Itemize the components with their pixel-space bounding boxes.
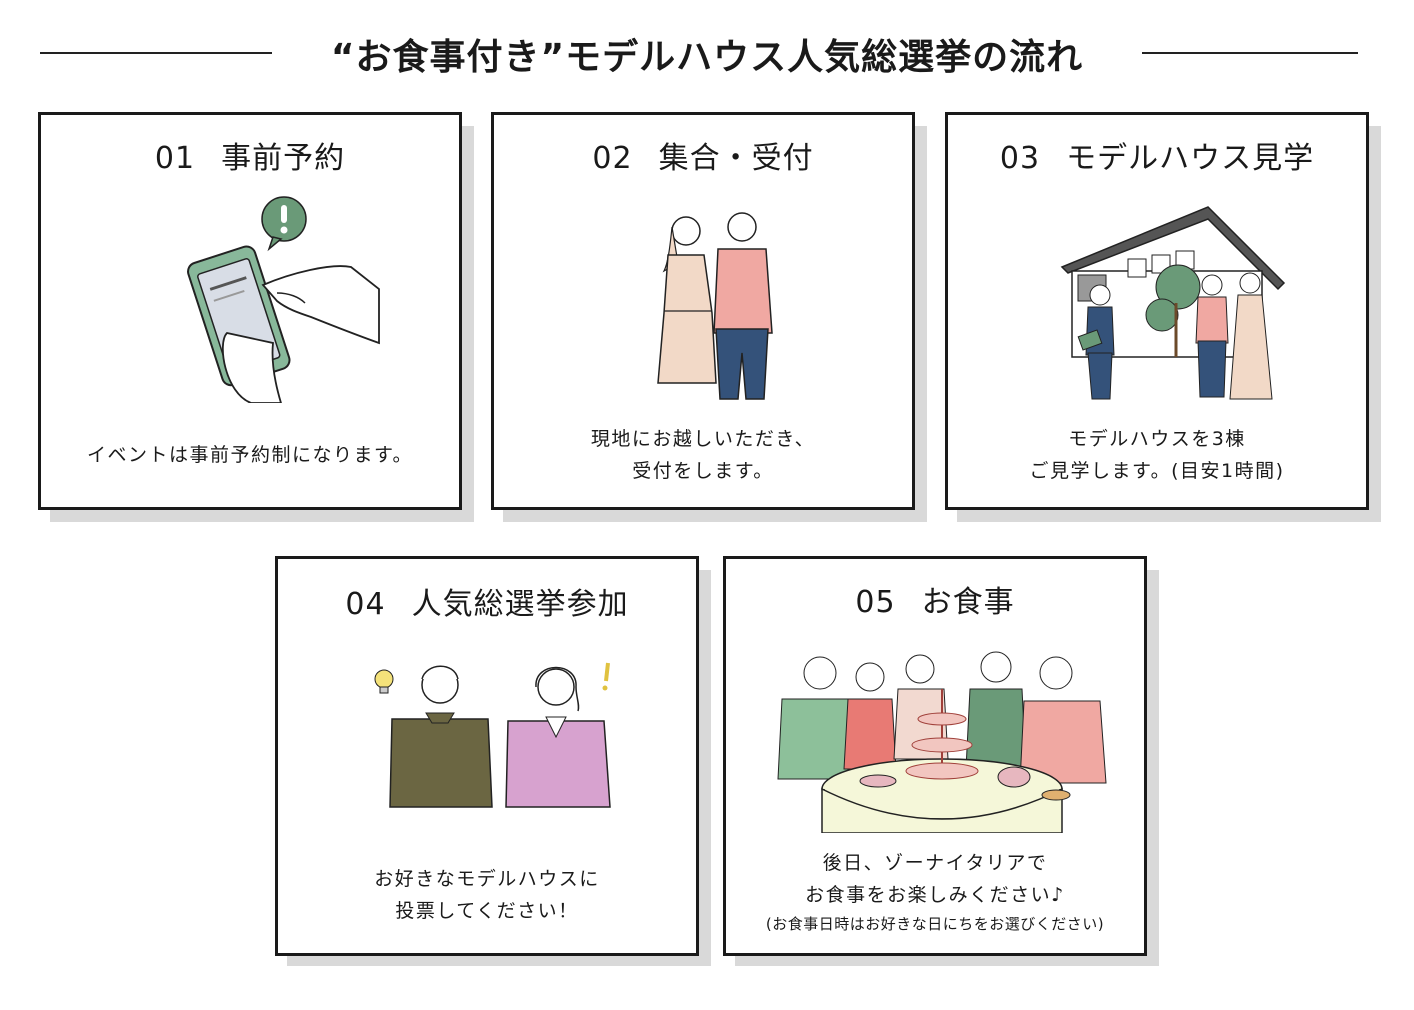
step-card-04: 04 人気総選挙参加 お好きなモデルハウスに 投票してください！ — [275, 556, 713, 968]
step-title: 01 事前予約 — [41, 133, 459, 177]
step-title: 05 お食事 — [726, 577, 1144, 621]
couple-reception-icon — [657, 212, 773, 400]
description-line: 後日、ゾーナイタリアで — [822, 852, 1048, 874]
step-description: モデルハウスを3棟 ご見学します。(目安1時間) — [948, 423, 1366, 487]
step-number: 03 — [999, 141, 1041, 176]
step-title: 03 モデルハウス見学 — [948, 133, 1366, 177]
description-line: お好きなモデルハウスに — [374, 868, 600, 890]
step-description: 現地にお越しいただき、 受付をします。 — [494, 423, 912, 487]
step-label: 集合・受付 — [658, 141, 814, 176]
description-line: イベントは事前予約制になります。 — [86, 444, 414, 466]
step-number: 01 — [154, 141, 196, 176]
step-card-05: 05 お食事 — [723, 556, 1161, 968]
page-title: “お食事付き”モデルハウス人気総選挙の流れ — [330, 37, 1084, 78]
step-number: 04 — [345, 587, 386, 622]
smartphone-reservation-icon — [187, 196, 380, 403]
description-line: モデルハウスを3棟 — [1068, 428, 1246, 450]
step-label: お食事 — [921, 585, 1015, 620]
step-card-01: 01 事前予約 イベントは事前予約制になります。 — [38, 112, 476, 522]
title-rule-right — [1142, 52, 1358, 54]
step-description: イベントは事前予約制になります。 — [41, 439, 459, 471]
description-line: お食事をお楽しみください♪ — [805, 884, 1065, 906]
step-title: 04 人気総選挙参加 — [278, 579, 696, 623]
description-line: 受付をします。 — [632, 460, 774, 482]
header: “お食事付き”モデルハウス人気総選挙の流れ — [0, 22, 1414, 82]
voting-people-icon — [374, 662, 611, 808]
title-rule-left — [40, 52, 272, 54]
step-label: モデルハウス見学 — [1066, 141, 1315, 176]
step-card-02: 02 集合・受付 現地にお越しいただき、 受付をします。 — [491, 112, 929, 522]
step-note: (お食事日時はお好きな日にちをお選びください) — [765, 915, 1105, 933]
step-label: 人気総選挙参加 — [411, 587, 629, 622]
description-line: 現地にお越しいただき、 — [590, 428, 816, 450]
step-description: お好きなモデルハウスに 投票してください！ — [278, 863, 696, 927]
dining-group-icon — [777, 651, 1107, 833]
step-number: 02 — [592, 141, 633, 176]
step-title: 02 集合・受付 — [494, 133, 912, 177]
description-line: ご見学します。(目安1時間) — [1029, 460, 1285, 482]
step-label: 事前予約 — [221, 141, 346, 176]
description-line: 投票してください！ — [395, 900, 579, 922]
step-description: 後日、ゾーナイタリアで お食事をお楽しみください♪ — [726, 847, 1144, 911]
house-tour-icon — [1060, 206, 1286, 400]
step-number: 05 — [855, 585, 896, 620]
